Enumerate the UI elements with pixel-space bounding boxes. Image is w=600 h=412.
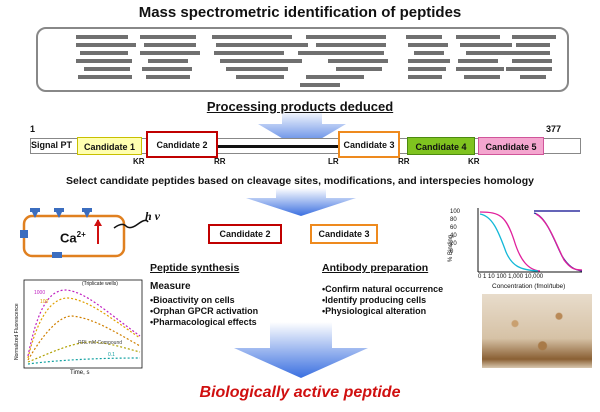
signal-peptide: Signal PT [31, 140, 73, 150]
peptide-synthesis-heading: Peptide synthesis [150, 262, 240, 274]
candidate-2-box: Candidate 2 [146, 131, 218, 158]
binding-curve-5 [535, 213, 583, 271]
fluor-y-label: Normalized Fluorescence [14, 303, 20, 360]
fluor-label-mix: RRL nM Compound [78, 340, 123, 346]
antibody-item: •Identify producing cells [322, 295, 427, 305]
antibody-item: •Physiological alteration [322, 306, 427, 316]
fluor-legend: (Triplicate wells) [82, 281, 118, 287]
peptide-list-box [36, 27, 569, 92]
selected-candidate-2: Candidate 2 [208, 224, 282, 244]
binding-y-label: % Binding [448, 234, 454, 262]
cell-diagram [20, 208, 149, 258]
antibody-list: •Confirm natural occurrence •Identify pr… [322, 284, 443, 317]
cleavage-site-2: RR [214, 157, 226, 166]
binding-x-ticks: 0 1 10 100 1,000 10,000 [478, 274, 544, 280]
processing-title: Processing products deduced [206, 99, 394, 114]
peptide-bars [76, 35, 556, 87]
cleavage-site-3: LR [328, 157, 339, 166]
top-title: Mass spectrometric identification of pep… [138, 4, 462, 21]
fluor-label-low: 0.1 [108, 352, 115, 358]
fluor-x-label: Time, s [70, 370, 90, 376]
binding-curve-4 [533, 212, 583, 272]
binding-curve-1 [479, 211, 541, 272]
fluor-label-100: 100 [40, 299, 49, 305]
synthesis-item: •Orphan GPCR activation [150, 306, 259, 316]
fluor-label-1000: 1000 [34, 290, 46, 296]
synthesis-item: •Bioactivity on cells [150, 295, 235, 305]
candidate-3-box: Candidate 3 [338, 131, 400, 158]
cleavage-site-5: KR [468, 157, 480, 166]
candidate-4-box: Candidate 4 [407, 137, 475, 155]
cleavage-site-1: KR [133, 157, 145, 166]
measure-label: Measure [150, 281, 191, 292]
tissue-image [482, 294, 592, 368]
candidate-5-box: Candidate 5 [478, 137, 544, 155]
selection-criteria-text: Select candidate peptides based on cleav… [66, 175, 534, 187]
arrow-3 [234, 322, 368, 378]
precursor-end: 377 [546, 124, 562, 134]
final-result-text: Biologically active peptide [199, 384, 401, 401]
fluorescence-chart [23, 279, 143, 369]
calcium-label: Ca2+ [60, 230, 86, 246]
binding-chart [477, 208, 583, 273]
synthesis-item: •Pharmacological effects [150, 317, 257, 327]
binding-x-label: Concentration (fmol/tube) [492, 283, 566, 290]
synthesis-list: •Bioactivity on cells •Orphan GPCR activ… [150, 295, 258, 328]
fluor-curve-10 [27, 315, 141, 361]
binding-curve-2 [479, 213, 539, 272]
light-wave-icon [113, 219, 149, 229]
precursor-start: 1 [30, 124, 36, 134]
light-label: h ν [145, 209, 160, 223]
fluor-curve-100 [27, 297, 141, 359]
fluor-curve-1000 [27, 289, 141, 357]
antibody-item: •Confirm natural occurrence [322, 284, 444, 294]
arrow-2 [246, 188, 356, 216]
antibody-preparation-heading: Antibody preparation [322, 262, 429, 274]
precursor-linker [192, 145, 348, 148]
candidate-1-box: Candidate 1 [77, 137, 142, 155]
receptor-icons [20, 208, 92, 258]
cleavage-site-4: RR [398, 157, 410, 166]
arrow-1 [258, 110, 346, 150]
selected-candidate-3: Candidate 3 [310, 224, 378, 244]
fluor-curve-1 [27, 341, 141, 363]
